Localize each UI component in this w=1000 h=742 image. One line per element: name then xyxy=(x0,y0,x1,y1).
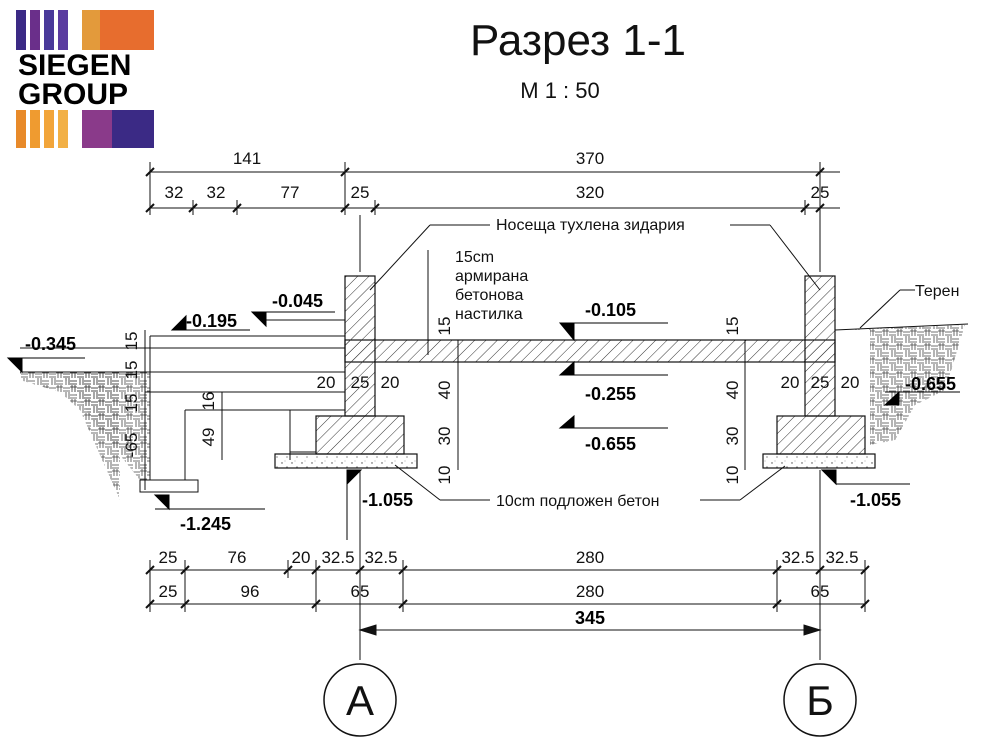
soil-left-lower xyxy=(60,372,150,480)
vdim-left-6: 49 xyxy=(199,428,218,447)
dim-141: 141 xyxy=(233,149,261,168)
label-masonry: Носеща тухлена зидария xyxy=(496,217,685,234)
dim-77: 77 xyxy=(281,183,300,202)
vdim-left-3: 15 xyxy=(122,394,141,413)
level-l7: -0.655 xyxy=(905,374,956,394)
level-l1: -0.345 xyxy=(25,334,76,354)
left-wall xyxy=(344,275,376,417)
vdim-right-4: 10 xyxy=(723,466,742,485)
bdim-r2-2: 96 xyxy=(241,582,260,601)
leader-lines xyxy=(369,224,915,501)
bdim-r1-7: 32.5 xyxy=(781,548,814,567)
level-l8: -1.055 xyxy=(362,490,413,510)
vdim-center-3: 30 xyxy=(435,427,454,446)
vdim-left-2: 15 xyxy=(122,361,141,380)
bottom-dimension-lines xyxy=(145,560,870,636)
bdim-r1-2: 76 xyxy=(228,548,247,567)
label-slab-4: настилка xyxy=(455,306,523,323)
drawing-scale: M 1 : 50 xyxy=(520,78,599,103)
bdim-r1-8: 32.5 xyxy=(825,548,858,567)
axis-lines xyxy=(359,215,821,660)
axis-label-b: Б xyxy=(806,677,834,724)
axis-bubble-a: А xyxy=(323,663,397,737)
level-l5: -0.255 xyxy=(585,384,636,404)
bdim-r2-5: 65 xyxy=(811,582,830,601)
logo-line-2: GROUP xyxy=(18,78,128,111)
vertical-dimension-lines xyxy=(144,330,746,490)
wdim-left-3: 20 xyxy=(381,373,400,392)
wdim-right-3: 20 xyxy=(841,373,860,392)
dim-25a: 25 xyxy=(351,183,370,202)
right-lean-concrete xyxy=(762,453,876,469)
level-l6: -0.655 xyxy=(585,434,636,454)
vdim-center-4: 10 xyxy=(435,466,454,485)
wdim-right-2: 25 xyxy=(811,373,830,392)
bdim-r2-1: 25 xyxy=(159,582,178,601)
level-l10: -1.245 xyxy=(180,514,231,534)
vdim-center-1: 15 xyxy=(435,317,454,336)
concrete-slab xyxy=(344,339,836,363)
dim-32b: 32 xyxy=(207,183,226,202)
label-lean-concrete: 10cm подложен бетон xyxy=(496,493,659,510)
bdim-r1-6: 280 xyxy=(576,548,604,567)
wdim-left-1: 20 xyxy=(317,373,336,392)
top-dimensions xyxy=(145,162,840,215)
right-footing xyxy=(776,415,866,455)
bdim-r2-4: 280 xyxy=(576,582,604,601)
siegen-group-logo: SIEGEN GROUP xyxy=(16,10,154,148)
left-footing xyxy=(315,415,405,455)
vdim-right-1: 15 xyxy=(723,317,742,336)
wdim-left-2: 25 xyxy=(351,373,370,392)
bdim-r1-5: 32.5 xyxy=(364,548,397,567)
label-slab-2: армирана xyxy=(455,268,528,285)
dim-25b: 25 xyxy=(811,183,830,202)
vdim-left-4: -65 xyxy=(122,433,141,458)
level-l4: -0.105 xyxy=(585,300,636,320)
logo-line-1: SIEGEN xyxy=(18,49,131,82)
vdim-right-2: 40 xyxy=(723,381,742,400)
label-slab-3: бетонова xyxy=(455,287,523,304)
level-l2: -0.195 xyxy=(186,311,237,331)
vdim-left-5: 16 xyxy=(199,392,218,411)
vdim-right-3: 30 xyxy=(723,427,742,446)
level-marks xyxy=(6,311,960,540)
dim-370: 370 xyxy=(576,149,604,168)
right-wall xyxy=(804,275,836,417)
level-l9: -1.055 xyxy=(850,490,901,510)
axis-bubble-b: Б xyxy=(783,663,857,737)
bdim-r1-4: 32.5 xyxy=(321,548,354,567)
level-l3: -0.045 xyxy=(272,291,323,311)
bdim-total: 345 xyxy=(575,608,605,628)
vdim-left-1: 15 xyxy=(122,332,141,351)
vdim-center-2: 40 xyxy=(435,381,454,400)
label-terrain: Терен xyxy=(915,283,959,300)
wdim-right-1: 20 xyxy=(781,373,800,392)
dim-32a: 32 xyxy=(165,183,184,202)
left-lean-concrete xyxy=(274,453,418,469)
soil-right xyxy=(838,325,965,445)
label-slab-1: 15cm xyxy=(455,249,494,266)
dim-320: 320 xyxy=(576,183,604,202)
bdim-r1-1: 25 xyxy=(159,548,178,567)
bdim-r2-3: 65 xyxy=(351,582,370,601)
drawing-title: Разрез 1-1 xyxy=(470,16,686,65)
left-steps xyxy=(20,319,345,493)
bdim-r1-3: 20 xyxy=(292,548,311,567)
axis-label-a: А xyxy=(346,677,374,724)
